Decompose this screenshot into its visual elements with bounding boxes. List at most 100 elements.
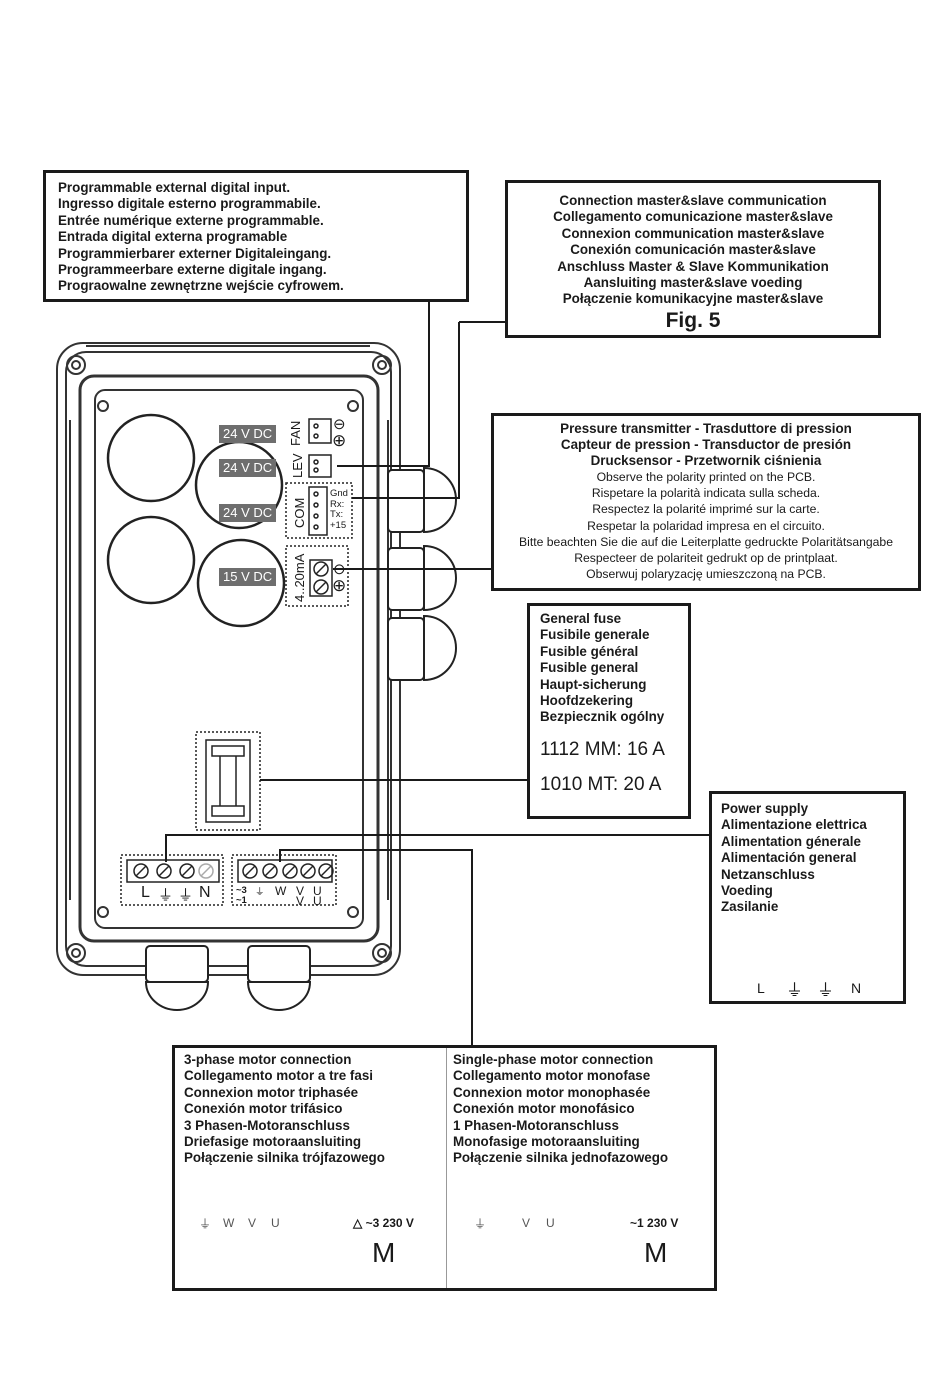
three-phase-text: 3-phase motor connection Collegamento mo… — [184, 1052, 385, 1167]
digital-input-line: Programmeerbare externe digitale ingang. — [58, 262, 327, 278]
com-pin-rx: Rx: — [330, 498, 345, 510]
ma-plus-icon: ⊕ — [332, 576, 347, 595]
pcb-connectors — [120, 418, 353, 906]
three-phase-terminal-ground: ⏚ — [199, 1217, 212, 1231]
digital-input-line: Prograowalne zewnętrzne wejście cyfrowem… — [58, 278, 344, 294]
single-phase-terminal-ground: ⏚ — [474, 1217, 487, 1231]
single-phase-line: Collegamento motor monofase — [453, 1068, 651, 1084]
pcb-power-label-l: L — [141, 884, 150, 901]
power-terminal-earth1: ⏚ — [786, 981, 803, 1000]
single-phase-line: 1 Phasen-Motoranschluss — [453, 1117, 619, 1133]
single-phase-terminal-v: V — [522, 1216, 531, 1230]
power-line: Zasilanie — [721, 899, 779, 915]
pcb-motor-label-ground: ⏚ — [255, 887, 265, 898]
pressure-transmitter-callout: Pressure transmitter - Trasduttore di pr… — [491, 413, 921, 591]
master-slave-line: Connexion communication master&slave — [561, 225, 825, 241]
digital-input-line: Entrée numérique externe programmable. — [58, 212, 324, 228]
power-line: Alimentation génerale — [721, 833, 861, 849]
pcb-motor-label-phase1: ~1 — [236, 895, 247, 906]
master-slave-line: Aansluiting master&slave voeding — [583, 275, 803, 291]
three-phase-line: Conexión motor trifásico — [184, 1101, 343, 1117]
digital-input-line: Programmierbarer externer Digitaleingang… — [58, 245, 332, 261]
three-phase-line: Driefasige motoraansluiting — [184, 1134, 362, 1150]
power-line: Power supply — [721, 801, 809, 816]
three-phase-terminal-w: W — [223, 1216, 235, 1230]
three-phase-line: Collegamento motor a tre fasi — [184, 1068, 373, 1084]
power-terminal-n: N — [851, 980, 862, 996]
pressure-note-line: Bitte beachten Sie die auf die Leiterpla… — [518, 534, 893, 549]
power-line: Alimentazione elettrica — [721, 817, 867, 833]
single-phase-terminal-u: U — [546, 1216, 555, 1230]
pcb-motor-label-v-bottom: V — [296, 894, 305, 908]
cable-glands-right — [387, 466, 457, 682]
com-pin-gnd: Gnd — [330, 488, 348, 499]
connector-label-fan: FAN — [288, 420, 303, 446]
three-phase-line: Connexion motor triphasée — [184, 1084, 359, 1100]
power-terminal-l: L — [757, 980, 765, 996]
pcb-motor-label-v-top: V — [296, 884, 305, 898]
three-phase-voltage: △ ~3 230 V — [353, 1216, 414, 1230]
connector-label-ma: 4..20mA — [292, 553, 307, 602]
pcb-motor-label-u-bottom: U — [313, 894, 322, 908]
connector-label-com: COM — [292, 497, 307, 528]
master-slave-line: Collegamento comunicazione master&slave — [553, 209, 833, 225]
pcb-label-com-supply: 24 V DC — [219, 504, 277, 522]
power-supply-callout: Power supply Alimentazione elettrica Ali… — [709, 791, 906, 1004]
three-phase-line: 3 Phasen-Motoranschluss — [184, 1117, 350, 1133]
pressure-note-line: Respetar la polaridad impresa en el circ… — [587, 518, 825, 533]
digital-input-callout: Programmable external digital input. Ing… — [43, 170, 469, 302]
three-phase-terminal-v: V — [248, 1216, 257, 1230]
single-phase-line: Connexion motor monophasée — [453, 1084, 651, 1100]
com-pin-labels: Gnd Rx: Tx: +15 — [330, 488, 348, 531]
power-line: Netzanschluss — [721, 866, 815, 882]
master-slave-line: Połączenie komunikacyjne master&slave — [562, 291, 824, 307]
digital-input-line: Ingresso digitale esterno programmabile. — [58, 196, 321, 212]
power-line: Voeding — [721, 883, 773, 899]
connector-label-lev: LEV — [290, 453, 305, 478]
three-phase-motor-symbol: M — [372, 1237, 396, 1268]
pressure-note-line: Respectez la polarité imprimé sur la car… — [592, 502, 820, 517]
com-pin-15: +15 — [330, 519, 347, 531]
pcb-power-label-earth2: ⏚ — [178, 887, 194, 904]
three-phase-line: 3-phase motor connection — [184, 1052, 352, 1067]
single-phase-text: Single-phase motor connection Collegamen… — [453, 1052, 668, 1167]
pcb-motor-label-w: W — [275, 884, 287, 898]
pcb-label-sensor-supply: 15 V DC — [219, 568, 277, 586]
pcb-label-fan-supply: 24 V DC — [219, 425, 277, 443]
three-phase-line: Połączenie silnika trójfazowego — [184, 1150, 385, 1166]
pcb-power-label-n: N — [199, 884, 211, 901]
fuse-line: Fusibile generale — [540, 627, 650, 643]
fuse-line: Haupt-sicherung — [540, 676, 647, 692]
fuse-line: Fusible général — [540, 643, 639, 659]
pressure-note-line: Rispetare la polarità indicata sulla sch… — [591, 486, 821, 501]
leader-lines — [165, 302, 709, 1045]
pressure-header-line: Pressure transmitter - Trasduttore di pr… — [560, 421, 852, 436]
fuse-line: Bezpiecznik ogólny — [540, 709, 665, 725]
single-phase-line: Conexión motor monofásico — [453, 1101, 635, 1117]
general-fuse-callout: General fuse Fusibile generale Fusible g… — [527, 603, 691, 819]
single-phase-line: Połączenie silnika jednofazowego — [453, 1150, 669, 1166]
pressure-header-line: Capteur de pression - Transductor de pre… — [560, 437, 852, 453]
pressure-header-line: Drucksensor - Przetwornik ciśnienia — [590, 453, 822, 469]
power-terminal-earth2: ⏚ — [817, 981, 834, 1000]
digital-input-line: Programmable external digital input. — [58, 180, 291, 195]
motor-divider — [446, 1048, 447, 1288]
motor-connection-callout: 3-phase motor connection Collegamento mo… — [172, 1045, 717, 1291]
pressure-note-line: Respecteer de polariteit gedrukt op de p… — [574, 550, 838, 565]
com-pin-tx: Tx: — [330, 509, 344, 520]
fuse-line: General fuse — [540, 611, 622, 626]
pcb-motor-label-u-top: U — [313, 884, 322, 898]
pcb-power-label-earth1: ⏚ — [158, 887, 174, 904]
pressure-note-line: Obserwuj polaryzację umieszczoną na PCB. — [586, 566, 826, 581]
figure-label: Fig. 5 — [665, 308, 721, 332]
cable-glands-bottom — [144, 945, 312, 1011]
single-phase-voltage: ~1 230 V — [630, 1216, 679, 1230]
master-slave-callout: Connection master&slave communication Co… — [505, 180, 881, 338]
single-phase-line: Monofasige motoraansluiting — [453, 1134, 640, 1150]
fuse-line: Hoofdzekering — [540, 693, 633, 709]
fuse-rating-mt: 1010 MT: 20 A — [540, 773, 662, 795]
fan-plus-icon: ⊕ — [332, 431, 347, 450]
pressure-note-line: Observe the polarity printed on the PCB. — [596, 470, 816, 485]
master-slave-line: Anschluss Master & Slave Kommunikation — [557, 258, 829, 274]
single-phase-line: Single-phase motor connection — [453, 1052, 654, 1067]
